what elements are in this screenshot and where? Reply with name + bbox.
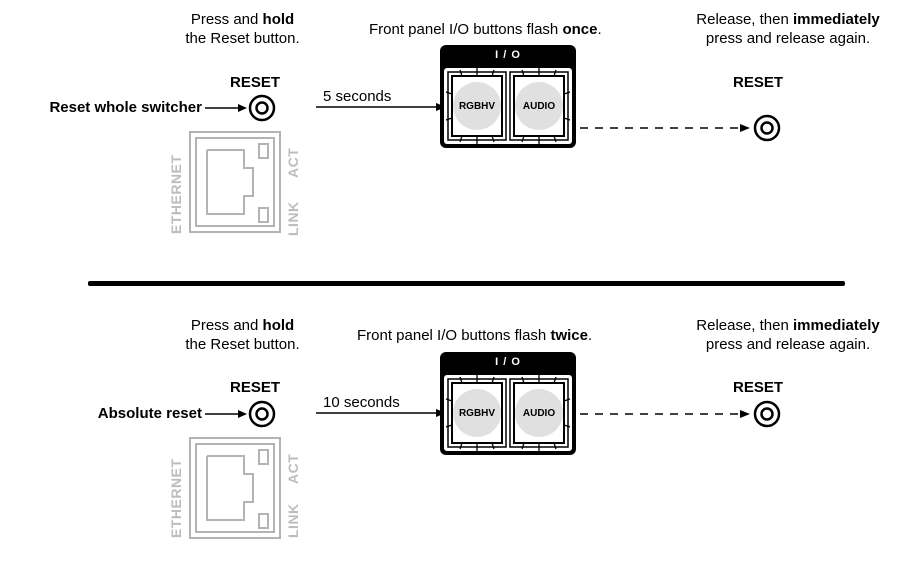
io-header: I / O (495, 356, 521, 368)
act-label: ACT (285, 147, 301, 178)
reset-button-icon-right (753, 114, 781, 142)
reset-button-icon (248, 94, 276, 122)
act-label: ACT (285, 453, 301, 484)
io-front-panel-icon (440, 352, 576, 455)
rgbhv-button-label: RGBHV (458, 408, 496, 419)
mode-label: Absolute reset (97, 405, 202, 422)
step1-instruction: Press and hold the Reset button. (185, 11, 300, 47)
rgbhv-button-label: RGBHV (458, 101, 496, 112)
reset-label: RESET (230, 379, 281, 396)
step2-instruction: Front panel I/O buttons flash twice. (357, 327, 593, 344)
ethernet-label: ETHERNET (168, 154, 184, 234)
hold-time-label: 5 seconds (323, 88, 392, 105)
ethernet-port-icon (189, 437, 281, 539)
ethernet-label: ETHERNET (168, 458, 184, 538)
step3-instruction: Release, then immediately press and rele… (696, 317, 880, 353)
step3-instruction: Release, then immediately press and rele… (696, 11, 880, 47)
io-header: I / O (495, 49, 521, 61)
mode-label: Reset whole switcher (49, 99, 202, 116)
reset-label-right: RESET (733, 379, 784, 396)
absolute-reset-panel: Press and hold the Reset button. Front p… (0, 300, 905, 570)
reset-label: RESET (230, 74, 281, 91)
section-divider (88, 281, 845, 286)
reset-button-icon (248, 400, 276, 428)
io-front-panel-icon (440, 45, 576, 148)
step1-instruction: Press and hold the Reset button. (185, 317, 300, 353)
reset-diagram-graphics (189, 352, 781, 539)
reset-whole-switcher-panel: Press and hold the Reset button. Front p… (0, 0, 905, 270)
reset-label-right: RESET (733, 74, 784, 91)
audio-button-label: AUDIO (522, 408, 556, 419)
audio-button-label: AUDIO (522, 101, 556, 112)
link-label: LINK (285, 503, 301, 538)
step2-instruction: Front panel I/O buttons flash once. (369, 21, 602, 38)
ethernet-port-icon (189, 131, 281, 233)
link-label: LINK (285, 201, 301, 236)
mode-arrow-head (238, 104, 247, 112)
reset-diagram-graphics (189, 45, 781, 233)
hold-time-label: 10 seconds (323, 394, 400, 411)
reset-button-icon-right (753, 400, 781, 428)
